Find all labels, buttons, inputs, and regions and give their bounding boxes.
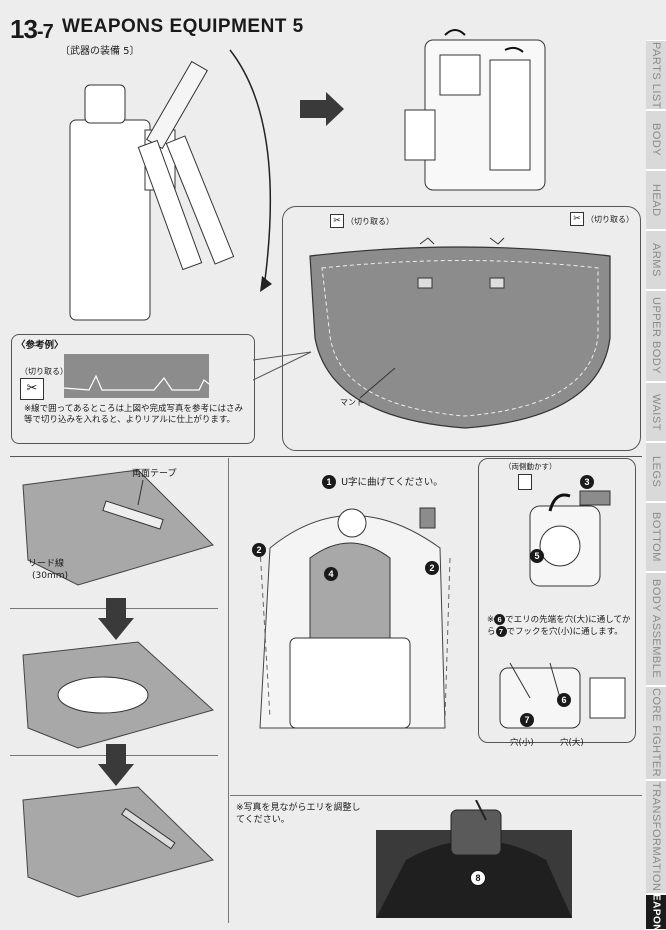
tab-arms[interactable]: ARMS	[646, 230, 666, 290]
tape-label: 両面テープ	[132, 469, 177, 479]
mantle-label: マント	[340, 398, 364, 407]
step-2-marker-left: 2	[252, 538, 266, 557]
scissors-icon: ✂	[330, 214, 344, 228]
robot-folded-cannon-illustration	[404, 29, 546, 191]
robot-with-cannon-illustration	[69, 49, 272, 321]
collar-hook-illustration	[499, 662, 626, 729]
cut-label-left: ✂（切り取る）	[330, 214, 394, 228]
step-8-marker: 8	[470, 866, 486, 886]
scissors-icon: ✂	[20, 378, 44, 400]
move-both-sides-label: （両側動かす）	[504, 462, 557, 471]
mantle-assembly-illustration	[259, 507, 451, 729]
step-4-marker: 4	[324, 562, 338, 581]
finished-collar-photo	[376, 800, 572, 918]
divider	[230, 795, 642, 796]
tab-waist[interactable]: WAIST	[646, 382, 666, 442]
photo-adjust-note: ※写真を見ながらエリを調整してください。	[236, 803, 361, 826]
cut-label-right: ✂（切り取る）	[570, 212, 634, 226]
reference-title: 〈参考例〉	[16, 340, 64, 351]
mantle-panel	[282, 206, 641, 451]
press-tape-diagram	[22, 641, 215, 749]
step-7-marker: 7	[520, 708, 534, 727]
tab-upper-body[interactable]: UPPER BODY	[646, 290, 666, 382]
wire-attached-diagram	[22, 786, 214, 898]
reference-callout-pointer	[253, 351, 312, 381]
finger-shape	[57, 676, 149, 714]
lead-wire-label: リード線	[28, 559, 65, 569]
down-arrow-icon	[98, 598, 134, 640]
tab-bottom[interactable]: BOTTOM	[646, 502, 666, 572]
page-subtitle: 〔武器の装備 5〕	[60, 46, 140, 57]
robot-head	[84, 84, 126, 124]
pliers-icon	[518, 474, 532, 490]
tab-body-assemble[interactable]: BODY ASSEMBLE	[646, 572, 666, 686]
page-title: WEAPONS EQUIPMENT 5	[62, 16, 304, 37]
reference-note: ※線で囲ってあるところは上図や完成写真を参考にはさみ等で切り込みを入れると、より…	[24, 404, 243, 426]
divider	[228, 458, 229, 923]
down-arrow-icon	[98, 744, 134, 786]
cannon-barrel	[146, 60, 208, 150]
step-5-marker: 5	[530, 544, 544, 563]
reference-cut-label: （切り取る）	[20, 367, 68, 376]
reference-cut-diagram	[64, 354, 209, 398]
step-2-marker-right: 2	[425, 556, 439, 575]
hole-large-label: 穴(大)	[560, 738, 584, 748]
tape-attach-diagram	[22, 469, 214, 586]
lead-wire-length: (30mm)	[32, 571, 69, 581]
hole-small-label: 穴(小)	[510, 738, 534, 748]
cannon-arm-a	[137, 139, 203, 271]
tab-weapons[interactable]: WEAPONS	[646, 894, 666, 930]
scissors-icon: ✂	[570, 212, 584, 226]
tab-core-fighter[interactable]: CORE FIGHTER	[646, 686, 666, 780]
step-number: 13-7	[10, 14, 54, 44]
mantle-cutout-diagram	[309, 237, 611, 429]
step-1-instruction: 1 U字に曲げてください。	[322, 470, 443, 489]
reference-panel	[11, 334, 255, 444]
hook-detail-panel	[478, 458, 636, 743]
tab-transformation[interactable]: TRANSFORMATION	[646, 780, 666, 894]
next-step-arrow-icon	[300, 92, 344, 126]
cannon-arm-b	[165, 135, 235, 265]
step-6-marker: 6	[557, 688, 571, 707]
tab-legs[interactable]: LEGS	[646, 442, 666, 502]
step-3-marker: 3	[580, 470, 594, 489]
divider	[10, 456, 642, 457]
tab-head[interactable]: HEAD	[646, 170, 666, 230]
tab-body[interactable]: BODY	[646, 110, 666, 170]
tab-parts-list[interactable]: PARTS LIST	[646, 40, 666, 110]
robot-body	[69, 119, 151, 321]
hook-assembly-illustration	[529, 490, 611, 587]
section-sidebar: PARTS LIST BODY HEAD ARMS UPPER BODY WAI…	[646, 40, 666, 930]
rotation-arrow-arc	[229, 49, 272, 281]
